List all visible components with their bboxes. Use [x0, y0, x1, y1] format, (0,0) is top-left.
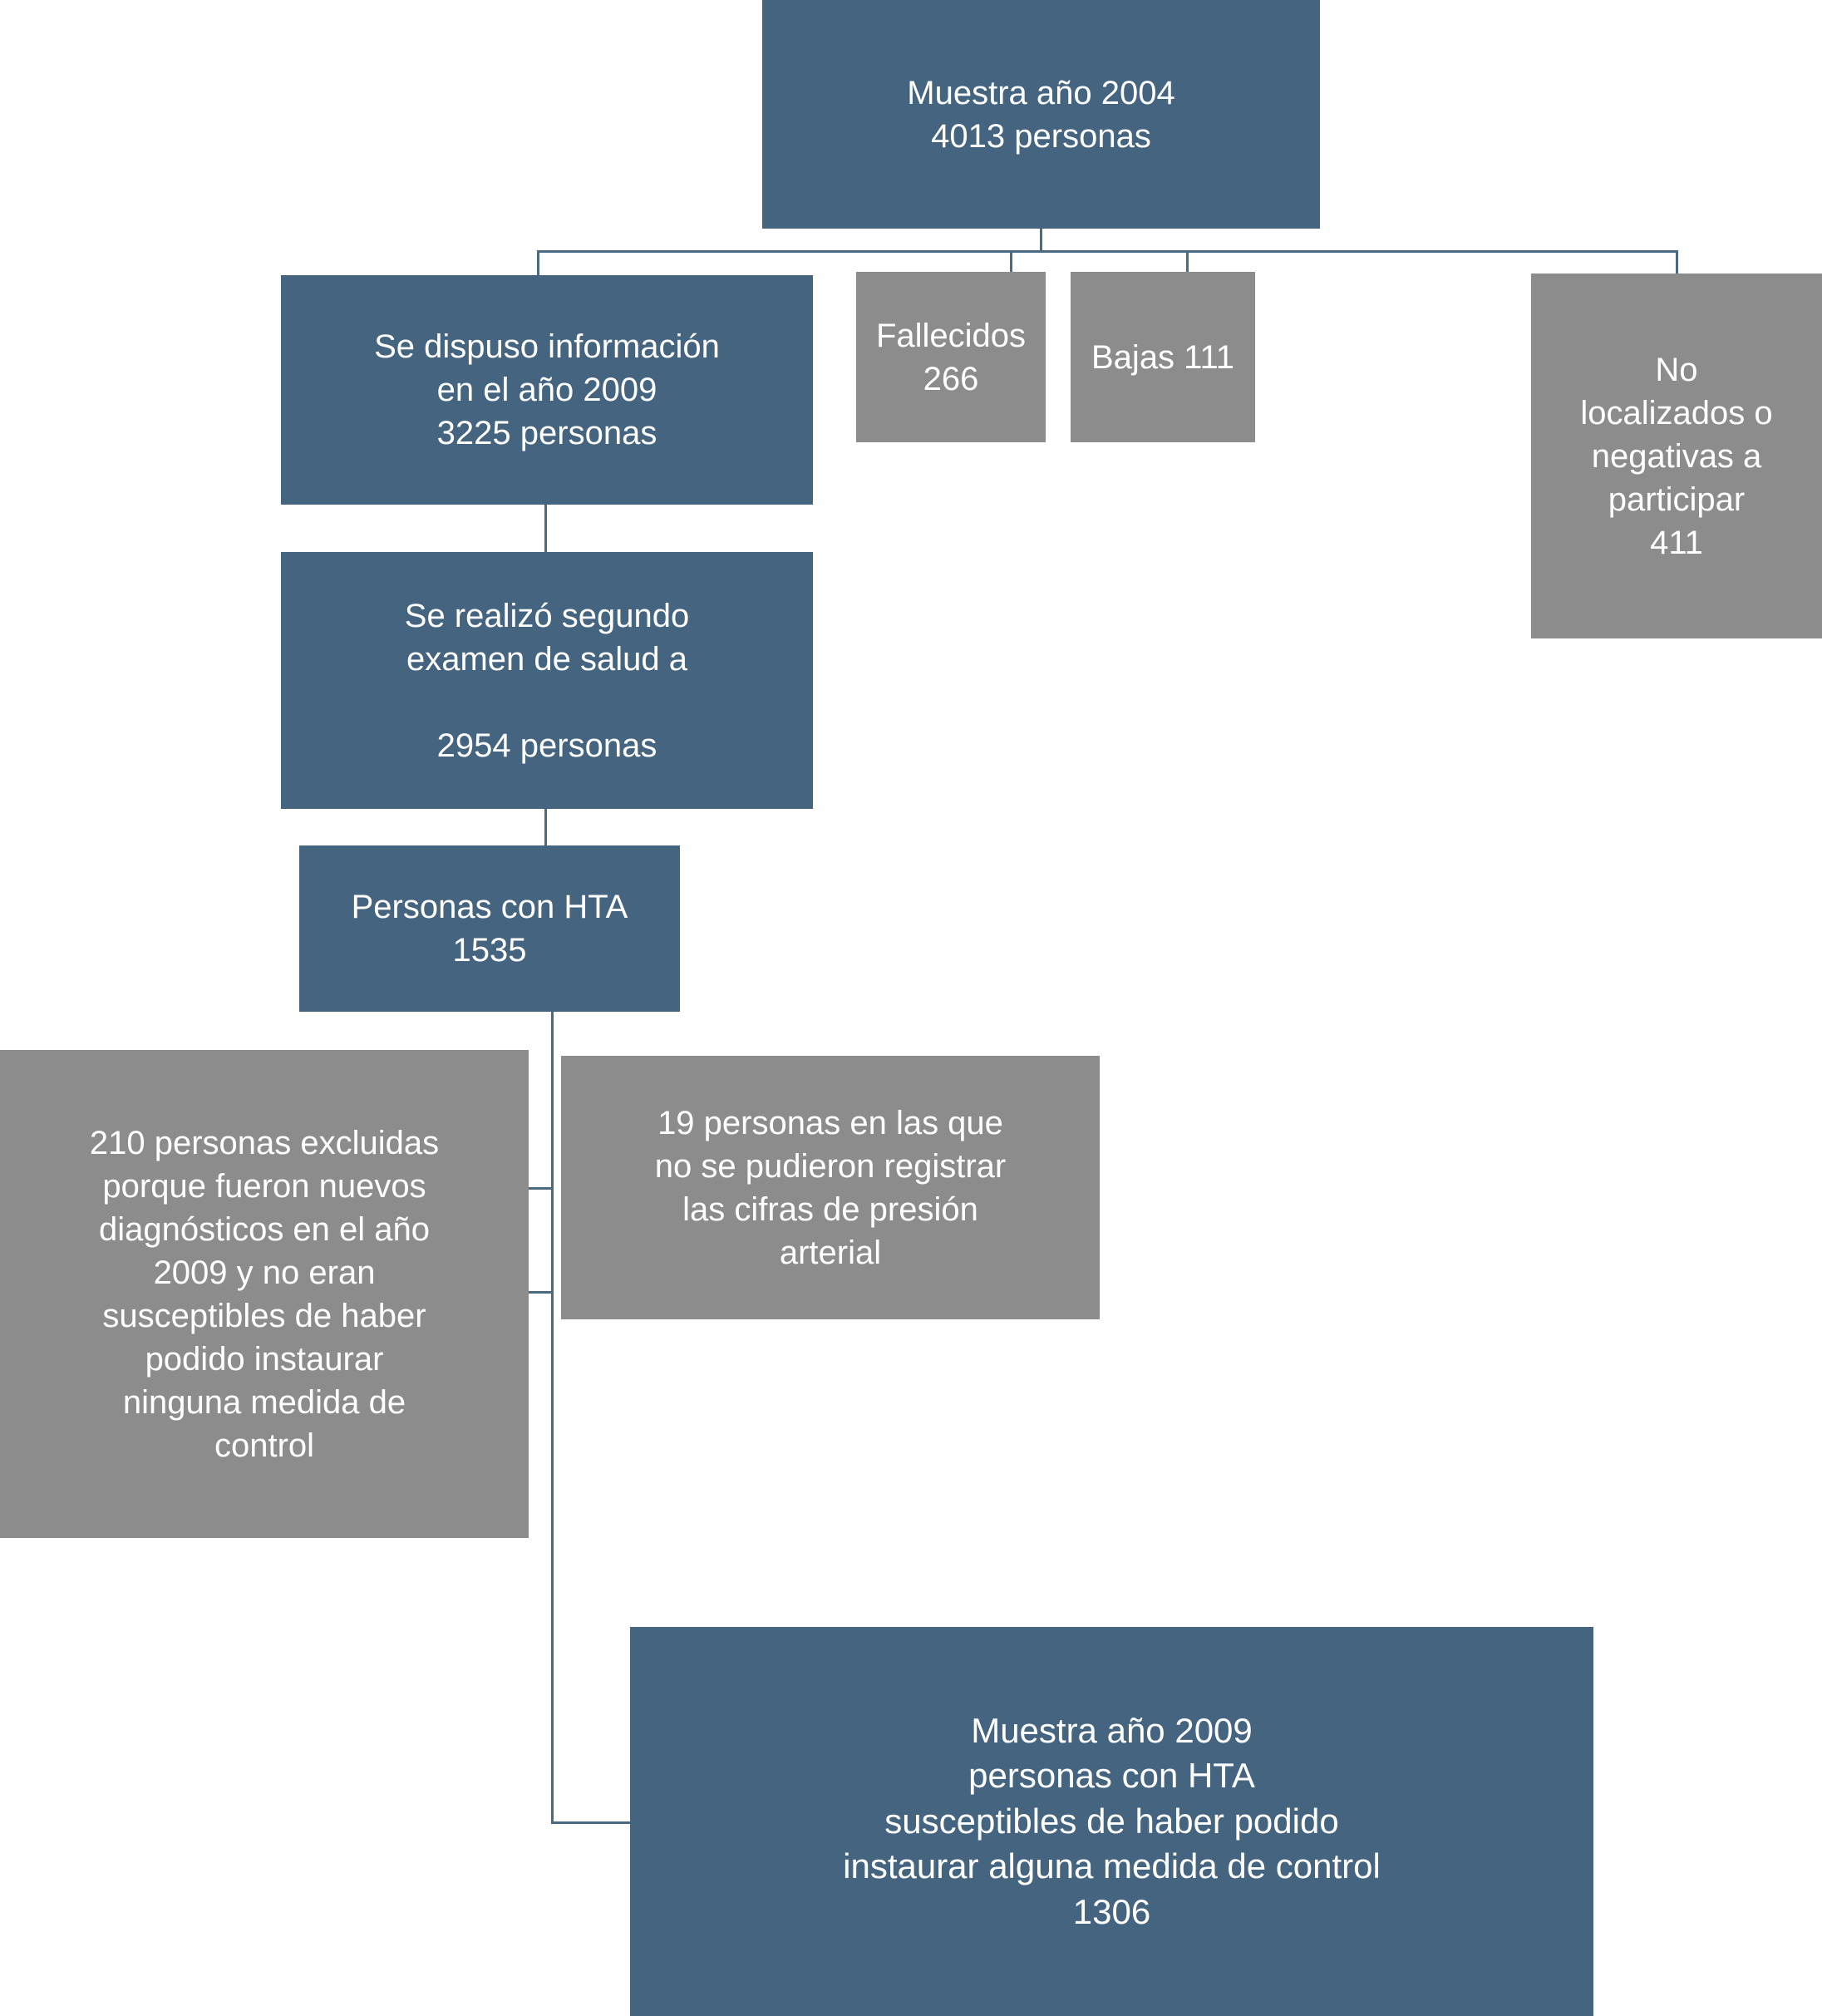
connector-trunk-to-final — [551, 1821, 632, 1824]
node-fallecidos[interactable]: Fallecidos 266 — [856, 272, 1046, 442]
node-informacion-2009-label: Se dispuso información en el año 2009 32… — [374, 328, 720, 451]
connector-hta-trunk — [551, 1012, 554, 1824]
connector-to-fallecidos — [1010, 250, 1012, 273]
connector-stub-sin-registro — [529, 1291, 553, 1294]
node-muestra-2009[interactable]: Muestra año 2009 personas con HTA suscep… — [630, 1627, 1593, 2016]
node-personas-hta[interactable]: Personas con HTA 1535 — [299, 845, 680, 1012]
node-bajas-label: Bajas 111 — [1091, 338, 1234, 376]
connector-root-bar — [537, 250, 1677, 253]
node-no-localizados-label: No localizados o negativas a participar … — [1580, 351, 1773, 561]
node-excluidas-210-label: 210 personas excluidas porque fueron nue… — [89, 1124, 440, 1464]
connector-examen-to-hta — [544, 809, 547, 845]
connector-to-informacion — [537, 250, 539, 275]
node-fallecidos-label: Fallecidos 266 — [875, 317, 1027, 397]
connector-to-bajas — [1186, 250, 1189, 273]
node-sin-registro-19[interactable]: 19 personas en las que no se pudieron re… — [561, 1056, 1100, 1319]
connector-to-no-localizados — [1676, 250, 1678, 274]
node-muestra-2004[interactable]: Muestra año 2004 4013 personas — [762, 0, 1320, 229]
node-muestra-2004-label: Muestra año 2004 4013 personas — [907, 74, 1175, 155]
node-personas-hta-label: Personas con HTA 1535 — [351, 889, 628, 969]
connector-informacion-to-examen — [544, 505, 547, 552]
node-excluidas-210[interactable]: 210 personas excluidas porque fueron nue… — [0, 1050, 529, 1538]
node-informacion-2009[interactable]: Se dispuso información en el año 2009 32… — [281, 275, 813, 505]
node-bajas[interactable]: Bajas 111 — [1071, 272, 1255, 442]
connector-root-down — [1040, 229, 1042, 252]
node-muestra-2009-label: Muestra año 2009 personas con HTA suscep… — [843, 1710, 1381, 1931]
connector-stub-excluidas — [529, 1187, 553, 1190]
node-segundo-examen[interactable]: Se realizó segundo examen de salud a 295… — [281, 552, 813, 809]
node-segundo-examen-label: Se realizó segundo examen de salud a 295… — [404, 597, 690, 764]
node-sin-registro-19-label: 19 personas en las que no se pudieron re… — [654, 1104, 1007, 1271]
node-no-localizados[interactable]: No localizados o negativas a participar … — [1531, 274, 1822, 638]
